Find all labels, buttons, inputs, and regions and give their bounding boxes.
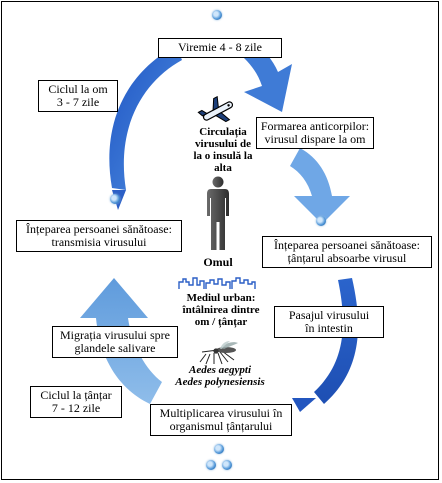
virus-particle-icon [222, 460, 232, 470]
multiplication-line-2: organismul țânțarului [169, 419, 273, 433]
species-line-2: Aedes polynesiensis [175, 376, 265, 388]
intestine-line-2: în intestin [305, 321, 353, 335]
multiplication-box: Multiplicarea virusului în organismul țâ… [150, 404, 292, 436]
arrow-bottom [292, 398, 316, 412]
virus-particle-icon [214, 444, 224, 454]
antibodies-line-2: virusul dispare la om [264, 132, 366, 146]
cycle-mosquito-line-2: 7 - 12 zile [51, 401, 101, 415]
arrow-top-right [244, 40, 292, 112]
viremia-text: Viremie 4 - 8 zile [178, 40, 262, 54]
bite-transmission-box: Înțeparea persoanei sănătoase: transmisi… [16, 220, 182, 252]
antibodies-box: Formarea anticorpilor: virusul dispare l… [256, 117, 374, 149]
cycle-mosquito-box: Ciclul la țânțar 7 - 12 zile [30, 386, 122, 418]
salivary-line-2: glandele salivare [74, 341, 156, 355]
city-skyline-icon [178, 277, 256, 289]
cycle-human-line-2: 3 - 7 zile [56, 95, 100, 109]
antibodies-line-1: Formarea anticorpilor: [260, 119, 370, 133]
arc-right-lower [314, 278, 359, 404]
intestine-box: Pasajul virusului în intestin [274, 306, 384, 338]
circulation-line-3: la o insulă la [193, 150, 253, 162]
bite-mosquito-line-2: țânțarul absoarbe virusul [287, 251, 407, 265]
circulation-line-1: Circulația [199, 126, 247, 138]
arc-upper-left [109, 46, 182, 190]
virus-particle-icon [206, 460, 216, 470]
cycle-human-line-1: Ciclul la om [48, 82, 108, 96]
circulation-label: Circulația virusului de la o insulă la a… [186, 126, 260, 174]
circulation-line-4: alta [214, 162, 232, 174]
intestine-line-1: Pasajul virusului [288, 308, 370, 322]
human-label: Omul [203, 255, 233, 269]
species-label: Aedes aegypti Aedes polynesiensis [170, 364, 270, 388]
bite-mosquito-line-1: Înțeparea persoanei sănătoase: [274, 238, 420, 252]
urban-line-3: om / țânțar [194, 316, 248, 328]
multiplication-line-1: Multiplicarea virusului în [159, 406, 283, 420]
virus-particle-icon [212, 10, 222, 20]
cycle-mosquito-line-1: Ciclul la țânțar [40, 388, 112, 402]
circulation-line-2: virusului de [195, 138, 251, 150]
virus-particle-icon [316, 216, 326, 226]
arrow-right-down [290, 148, 350, 224]
urban-line-1: Mediul urban: [186, 292, 256, 304]
virus-particle-icon [110, 194, 120, 204]
viremia-box: Viremie 4 - 8 zile [158, 38, 282, 58]
human-silhouette-icon [207, 176, 229, 250]
bite-mosquito-box: Înțeparea persoanei sănătoase: țânțarul … [262, 236, 432, 268]
species-line-1: Aedes aegypti [188, 364, 251, 376]
urban-line-2: întâlnirea dintre [182, 304, 260, 316]
bite-transmission-line-1: Înțeparea persoanei sănătoase: [26, 222, 172, 236]
salivary-line-1: Migrația virusului spre [60, 328, 170, 342]
bite-transmission-line-2: transmisia virusului [51, 235, 147, 249]
airplane-icon [197, 96, 234, 123]
cycle-human-box: Ciclul la om 3 - 7 zile [38, 80, 118, 112]
salivary-box: Migrația virusului spre glandele salivar… [52, 326, 178, 358]
mosquito-icon [199, 341, 238, 365]
urban-label: Mediul urban: întâlnirea dintre om / țân… [176, 292, 266, 328]
